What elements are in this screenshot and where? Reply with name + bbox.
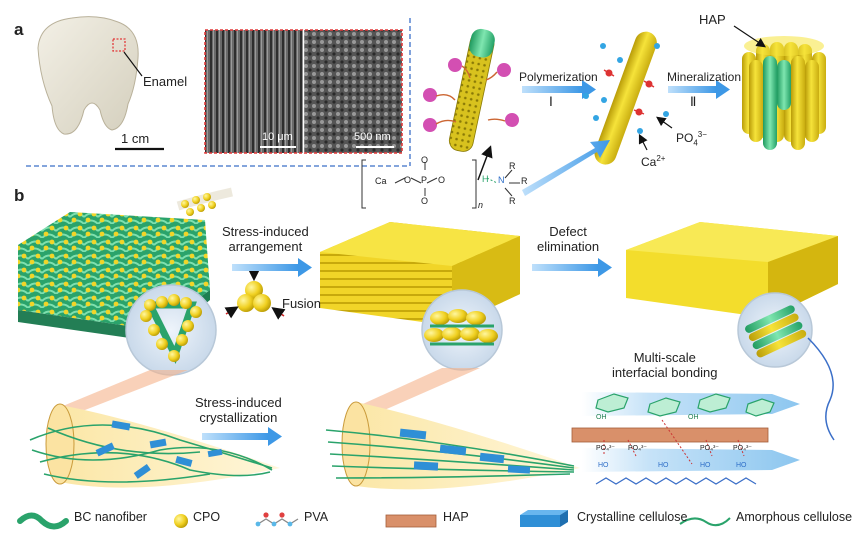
fusion-spheres xyxy=(224,268,286,320)
chem-r2: R xyxy=(521,176,528,186)
chem-o-top: O xyxy=(421,155,429,165)
legend-bc-nanofiber: BC nanofiber xyxy=(74,510,147,524)
chem-r1: R xyxy=(509,161,516,171)
chem-r3: R xyxy=(509,196,516,206)
cone-highlight-1 xyxy=(58,370,188,410)
stress-crystallization-label: Stress-induced crystallization xyxy=(195,395,282,425)
zoom-circle-aligned xyxy=(421,289,503,371)
ca-pointer xyxy=(638,133,648,151)
panel-b-letter: b xyxy=(14,186,25,205)
pointer-arrow xyxy=(477,145,493,181)
legend-crystalline-cellulose: Crystalline cellulose xyxy=(577,510,688,524)
chemical-structure xyxy=(361,159,520,209)
polymerization-label: Polymerization xyxy=(519,70,598,84)
crystallization-arrow xyxy=(202,427,282,446)
fiber-cone-crystalline xyxy=(325,401,580,490)
diagonal-arrow xyxy=(522,140,610,196)
green-line-icon xyxy=(679,517,731,527)
ho-label-3: HO xyxy=(700,462,711,469)
dense-block xyxy=(626,222,838,318)
molecule-icon xyxy=(255,512,299,527)
ho-label-1: HO xyxy=(598,462,609,469)
pva-molecules xyxy=(423,58,519,132)
sem-scale-2: 500 nm xyxy=(354,131,391,143)
fusion-label: Fusion xyxy=(282,296,322,311)
arrangement-arrow xyxy=(232,258,312,277)
tooth-photo xyxy=(37,16,164,151)
chem-o1: O xyxy=(404,175,412,185)
legend-hap: HAP xyxy=(443,510,469,524)
yellow-rod xyxy=(594,31,657,165)
fiber-cone-amorphous xyxy=(29,403,280,488)
interfacial-bonding xyxy=(571,392,800,485)
coated-fiber xyxy=(448,28,495,152)
zoom-circle-network xyxy=(125,284,217,376)
defect-elimination-label: Defect elimination xyxy=(537,224,600,254)
oh-label-2: OH xyxy=(688,414,699,421)
zoom-circle-fibers xyxy=(737,292,813,368)
ho-label-4: HO xyxy=(736,462,747,469)
multiscale-bonding-label: Multi-scale interfacial bonding xyxy=(612,350,718,380)
ca-label: Ca2+ xyxy=(641,154,666,169)
chem-p: P xyxy=(421,175,428,185)
step-1-numeral: Ⅰ xyxy=(549,94,553,109)
legend-cpo: CPO xyxy=(193,510,221,524)
rod-bundle xyxy=(742,36,826,150)
sem-micrographs xyxy=(204,29,403,154)
cone-highlight-2 xyxy=(354,368,480,412)
chem-n-subscript: n xyxy=(478,200,484,210)
phosphate-groups xyxy=(603,69,655,116)
po4-small-3: PO₄³⁻ xyxy=(700,445,719,452)
mineralization-arrow xyxy=(668,80,730,99)
chem-o-bottom: O xyxy=(421,196,429,206)
chem-n: N xyxy=(498,175,505,185)
po4-small-1: PO₄³⁻ xyxy=(596,445,615,452)
chem-o2: O xyxy=(438,175,446,185)
po4-pointer xyxy=(656,116,673,129)
legend-icons xyxy=(17,510,731,530)
green-wave-icon xyxy=(17,512,69,530)
orange-bar-icon xyxy=(385,514,437,528)
po4-label: PO43− xyxy=(676,130,707,148)
step-2-numeral: Ⅱ xyxy=(690,94,697,109)
enamel-label: Enamel xyxy=(143,74,188,89)
legend-pva: PVA xyxy=(304,510,329,524)
defect-arrow xyxy=(532,258,612,277)
yellow-sphere-icon xyxy=(174,514,188,528)
sem-scale-1: 10 μm xyxy=(262,131,293,143)
oh-label-1: OH xyxy=(596,414,607,421)
po4-small-2: PO₄³⁻ xyxy=(628,445,647,452)
po4-small-4: PO₄³⁻ xyxy=(733,445,752,452)
cpo-stream xyxy=(176,187,233,216)
hap-pointer xyxy=(733,25,766,48)
chem-ca: Ca xyxy=(375,176,387,186)
chem-h: H xyxy=(482,174,489,184)
ions xyxy=(583,43,669,134)
ho-label-2: HO xyxy=(658,462,669,469)
mineralization-label: Mineralization xyxy=(667,70,742,84)
stress-arrangement-label: Stress-induced arrangement xyxy=(222,224,309,254)
legend-amorphous-cellulose: Amorphous cellulose xyxy=(736,510,853,524)
connector-line xyxy=(807,337,835,441)
tooth-scale-label: 1 cm xyxy=(121,131,150,146)
panel-a-letter: a xyxy=(14,20,24,39)
blue-prism-icon xyxy=(520,510,568,527)
hap-label: HAP xyxy=(699,12,726,27)
